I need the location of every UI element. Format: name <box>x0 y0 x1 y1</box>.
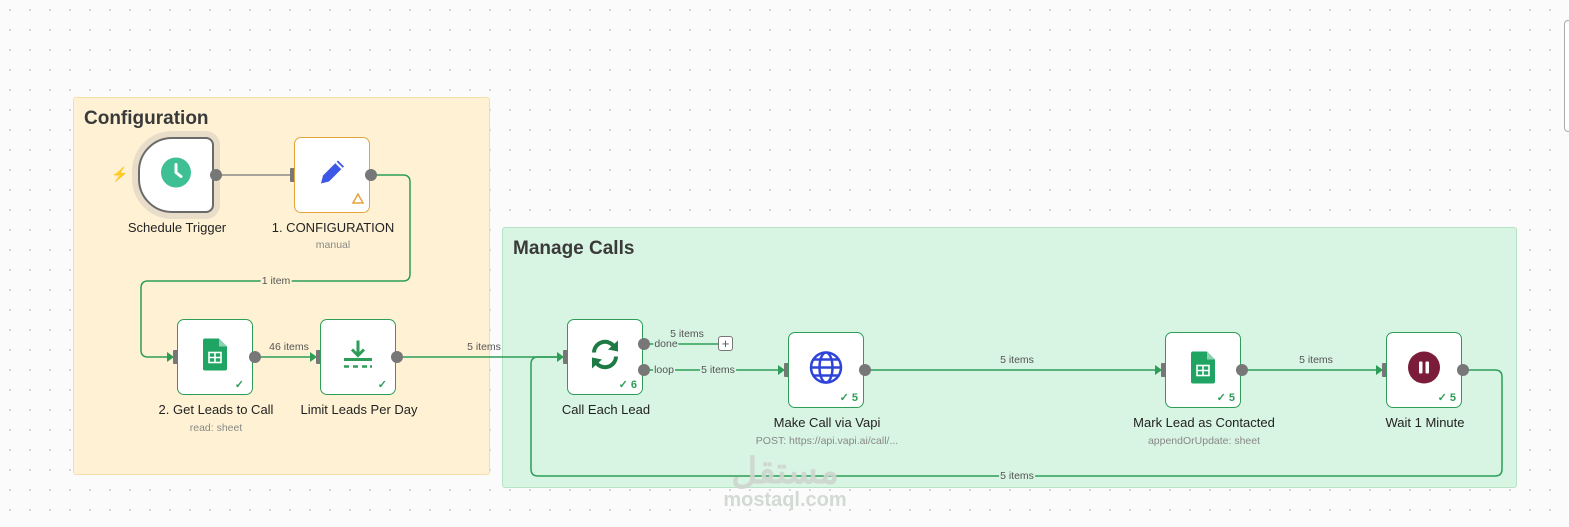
run-count: 5 <box>1449 392 1456 404</box>
leads-input-handle[interactable] <box>173 350 179 364</box>
wait-input-handle[interactable] <box>1382 363 1388 377</box>
node-label: Make Call via Vapi <box>773 415 881 430</box>
node-mark-lead[interactable]: ✓5 <box>1165 332 1241 408</box>
edge-label: 5 items <box>700 364 736 376</box>
group-title-manage-calls: Manage Calls <box>513 238 635 259</box>
limit-output-handle[interactable] <box>391 351 403 363</box>
run-count: 6 <box>630 379 637 391</box>
leads-output-handle[interactable] <box>249 351 261 363</box>
node-call-each-lead[interactable]: ✓6 <box>567 319 643 395</box>
warning-icon <box>351 191 365 209</box>
done-output-handle[interactable] <box>638 338 650 350</box>
trigger-output-handle[interactable] <box>210 169 222 181</box>
run-count: 5 <box>1228 392 1235 404</box>
edge-label: 5 items <box>1299 354 1333 366</box>
pen-icon <box>315 156 349 195</box>
group-title-configuration: Configuration <box>84 108 209 129</box>
loop-input-handle[interactable] <box>563 350 569 364</box>
mostaql-watermark: مستقل mostaql.com <box>715 453 855 512</box>
node-label: 2. Get Leads to Call <box>158 402 274 417</box>
side-panel-edge[interactable] <box>1564 20 1569 132</box>
edge-label: 46 items <box>269 341 309 353</box>
node-label: Schedule Trigger <box>127 220 227 235</box>
limit-icon <box>341 339 375 376</box>
google-sheets-icon <box>1191 351 1215 389</box>
mark-input-handle[interactable] <box>1161 363 1167 377</box>
limit-input-handle[interactable] <box>316 350 322 364</box>
node-wait[interactable]: ✓5 <box>1386 332 1462 408</box>
watermark-arabic: مستقل <box>731 450 839 491</box>
success-check-icon: ✓ <box>234 379 244 391</box>
node-label: Wait 1 Minute <box>1385 415 1465 430</box>
node-subtitle: read: sheet <box>189 422 243 434</box>
node-label: 1. CONFIGURATION <box>271 220 395 235</box>
node-make-call[interactable]: ✓5 <box>788 332 864 408</box>
node-limit-leads[interactable]: ✓ <box>320 319 396 395</box>
add-node-button[interactable]: + <box>718 336 733 351</box>
success-check-icon: ✓ <box>377 379 387 391</box>
edge-label: 5 items <box>670 328 704 340</box>
node-get-leads[interactable]: ✓ <box>177 319 253 395</box>
node-label: Mark Lead as Contacted <box>1133 415 1275 430</box>
loop-output-handle[interactable] <box>638 364 650 376</box>
trigger-bolt-icon: ⚡ <box>111 166 129 182</box>
node-label: Limit Leads Per Day <box>300 402 418 417</box>
node-subtitle: manual <box>315 239 351 251</box>
run-count: 5 <box>851 392 858 404</box>
success-check-icon: ✓5 <box>1216 392 1235 404</box>
edge-label-loop: loop <box>653 364 675 376</box>
node-configuration[interactable] <box>294 137 370 213</box>
globe-icon <box>809 351 843 390</box>
wait-output-handle[interactable] <box>1457 364 1469 376</box>
pause-icon <box>1408 351 1440 389</box>
vapi-output-handle[interactable] <box>859 364 871 376</box>
edge-label-done: done <box>653 338 679 350</box>
clock-icon <box>161 157 191 193</box>
config-input-handle[interactable] <box>290 168 296 182</box>
edge-label: 5 items <box>1000 354 1034 366</box>
google-sheets-icon <box>203 338 227 376</box>
refresh-icon <box>588 338 622 377</box>
node-subtitle: POST: https://api.vapi.ai/call/... <box>755 435 899 447</box>
config-output-handle[interactable] <box>365 169 377 181</box>
success-check-icon: ✓5 <box>1437 392 1456 404</box>
mark-output-handle[interactable] <box>1236 364 1248 376</box>
success-check-icon: ✓6 <box>618 379 637 391</box>
edge-label: 1 item <box>260 275 292 287</box>
node-schedule-trigger[interactable] <box>138 137 214 213</box>
node-label: Call Each Lead <box>561 402 651 417</box>
edge-label: 5 items <box>467 341 501 353</box>
watermark-latin: mostaql.com <box>723 489 847 511</box>
node-subtitle: appendOrUpdate: sheet <box>1147 435 1261 447</box>
edge-label: 5 items <box>999 470 1035 482</box>
vapi-input-handle[interactable] <box>784 363 790 377</box>
success-check-icon: ✓5 <box>839 392 858 404</box>
